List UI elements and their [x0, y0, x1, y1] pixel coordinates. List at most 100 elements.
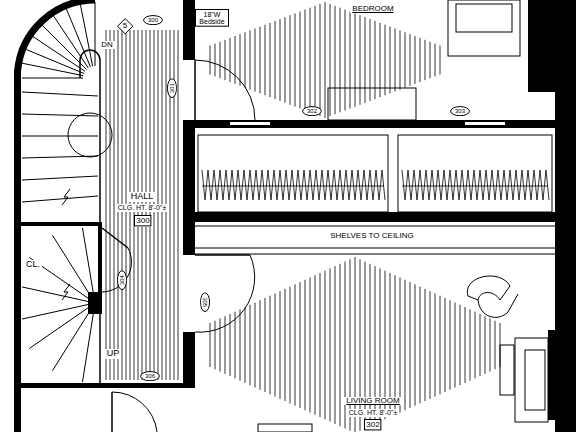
tag-text: 303 — [455, 108, 465, 114]
stair-tread — [82, 303, 95, 382]
tag-text: 306 — [145, 373, 155, 379]
hatch-line — [245, 32, 246, 87]
tag-ellipse — [200, 293, 209, 312]
door-leaf — [195, 254, 250, 256]
stair-tread — [80, 3, 92, 66]
hatch-line — [295, 284, 296, 405]
hatch-line — [490, 318, 491, 371]
hatch-line — [435, 44, 436, 77]
chair — [467, 276, 510, 300]
hatch-line — [340, 8, 341, 113]
hatch-line — [285, 289, 286, 401]
door-swing — [112, 392, 157, 432]
hatch-line — [350, 11, 351, 108]
hatch-line — [460, 305, 461, 385]
hatch-line — [385, 25, 386, 96]
handrail — [80, 50, 100, 226]
stair-tread — [22, 114, 98, 116]
hatch-line — [315, 275, 316, 415]
door-tag: 306 — [140, 371, 160, 381]
break-line — [62, 284, 70, 300]
wall — [18, 0, 96, 72]
hatch-line — [320, 273, 321, 417]
hatch-line — [390, 27, 391, 94]
tag-diamond — [117, 18, 132, 33]
hatch-line — [425, 289, 426, 401]
hatch-line — [325, 2, 326, 118]
plan-note: DN — [99, 41, 115, 50]
hatch-line — [415, 284, 416, 405]
hatch-line — [380, 23, 381, 97]
door-swing — [195, 60, 255, 120]
hatch-line — [465, 307, 466, 383]
hatch-line — [250, 305, 251, 385]
hatch-line — [270, 296, 271, 395]
window — [230, 122, 270, 125]
tag-text: 305 — [202, 297, 208, 307]
room-name: BEDROOM — [350, 5, 395, 14]
plan-note: CLG. HT. 8'-0"± — [116, 204, 169, 212]
door-tag: 301 — [167, 78, 177, 98]
tag-text: 304 — [119, 275, 125, 285]
hatch-line — [215, 44, 216, 77]
wall — [20, 383, 185, 388]
hatch-line — [430, 42, 431, 79]
room-name: LIVING ROOM — [344, 397, 401, 406]
pillow — [456, 4, 512, 32]
hatch-line — [255, 303, 256, 388]
wall — [20, 222, 102, 226]
hatch-line — [114, 30, 115, 380]
wall — [98, 226, 102, 292]
door-leaf — [102, 228, 128, 248]
hatch-line — [230, 38, 231, 82]
stair-tag: 5 — [117, 18, 133, 34]
closet-rod — [202, 186, 384, 187]
hatch-line — [285, 17, 286, 103]
wall — [14, 70, 21, 432]
hatch-line — [420, 38, 421, 82]
hatch-line — [480, 314, 481, 376]
room-name: HALL — [129, 192, 156, 202]
tag-text: 301 — [169, 83, 175, 93]
hatch-line — [110, 30, 111, 380]
handrail — [68, 113, 112, 157]
closet-rod — [402, 186, 548, 187]
tag-ellipse — [303, 106, 322, 115]
stair-tread — [22, 136, 98, 137]
hatch-line — [255, 28, 256, 91]
stair-tread — [22, 78, 83, 79]
tag-text: 300 — [148, 17, 158, 23]
hatch-line — [265, 298, 266, 392]
hatch-line — [300, 282, 301, 408]
hatch-line — [315, 6, 316, 114]
shelf-line — [195, 226, 555, 227]
hatch-line — [215, 321, 216, 370]
stair-tread — [25, 49, 84, 73]
hatch-line — [265, 25, 266, 96]
hatch-line — [370, 19, 371, 101]
hatch-line — [390, 273, 391, 417]
hatch-line — [275, 21, 276, 99]
hatch-line — [425, 40, 426, 80]
room-tag-box: 300 — [134, 215, 151, 226]
room-tag-box: 18"W Bedside — [195, 9, 229, 27]
wall — [183, 120, 195, 255]
hatch-line — [305, 280, 306, 410]
hatch-line — [310, 8, 311, 113]
plan-note: UP — [105, 349, 122, 359]
shelf-line — [195, 248, 555, 249]
hatch-line — [305, 10, 306, 111]
hatch-line — [250, 30, 251, 89]
hatch-line — [450, 300, 451, 390]
hatch-line — [475, 312, 476, 379]
door-leaf — [111, 392, 113, 432]
hatch-line — [375, 21, 376, 99]
furniture — [500, 345, 514, 395]
hanging-hatch — [402, 170, 549, 200]
walls — [14, 0, 576, 432]
stair-tread — [22, 92, 98, 96]
hatch-line — [280, 19, 281, 101]
hanging-hatch — [202, 170, 385, 200]
hatch-line — [470, 309, 471, 380]
room-name: CL. — [24, 260, 42, 270]
